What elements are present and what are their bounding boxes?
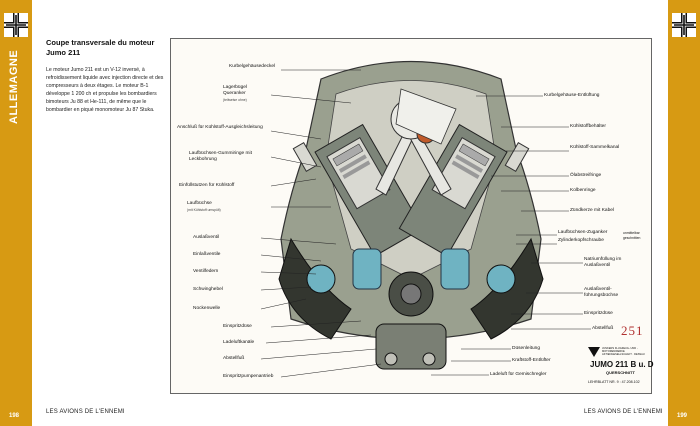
stamp-number: 251 bbox=[621, 323, 644, 338]
balkenkreuz-icon bbox=[4, 13, 28, 37]
label-lagerbuegel: Lagerbügel Queranker(teilweise ohne) bbox=[223, 85, 248, 102]
label-zylinderkopfschraube: Zylinderkopfschraube bbox=[558, 238, 604, 243]
label-auslassventil-fuehrungsbuechse: Auslaßventil-führungsbüchse bbox=[584, 287, 619, 298]
label-ventilfedern: Ventilfedern bbox=[193, 269, 219, 274]
article-title: Coupe transversale du moteur Jumo 211 bbox=[46, 38, 155, 57]
section-label: QUERSCHNITT bbox=[606, 370, 635, 375]
article-body: Le moteur Jumo 211 est un V-12 inversé, … bbox=[46, 67, 164, 113]
page-number-left: 198 bbox=[9, 413, 20, 419]
balkenkreuz-icon bbox=[672, 13, 696, 37]
reference-number: LEHRBLATT NR. 9 : 47.208.102 bbox=[588, 380, 640, 384]
footer-left: LES AVIONS DE L'ENNEMI bbox=[46, 409, 125, 415]
label-natriumfuellung: Natriumfüllung im Auslaßventil bbox=[584, 257, 622, 268]
label-oelabstreifringe: Ölabstreifringe bbox=[570, 173, 602, 178]
label-einfuellstutzen: Einfüllstutzen für Kühlstoff bbox=[179, 183, 235, 188]
footer-right: LES AVIONS DE L'ENNEMI bbox=[584, 409, 663, 415]
label-duesenleitung: Düsenleitung bbox=[512, 346, 541, 351]
label-abstellfuss-right: Abstellfuß bbox=[592, 326, 614, 331]
drawing-title-block: JUNKERS FLUGZEUG- UND -MOTORENWERKE AKTI… bbox=[588, 347, 654, 389]
junkers-logo-icon bbox=[588, 347, 600, 357]
label-auslassventil: Auslaßventil bbox=[193, 235, 220, 240]
label-kraftstoff-entluefter: Kraftstoff-Entlüfter bbox=[512, 358, 551, 363]
country-label: ALLEMAGNE bbox=[8, 49, 20, 124]
engine-cutaway-illustration bbox=[260, 60, 591, 378]
label-zuganker-note: unmittelbar geschnitten bbox=[623, 231, 641, 240]
engine-cutaway-plate: Kurbelgehäusedeckel Lagerbügel Queranker… bbox=[170, 38, 654, 394]
label-kurbelgehaeusedeckel: Kurbelgehäusedeckel bbox=[229, 64, 276, 69]
label-schwinghebel: Schwinghebel bbox=[193, 287, 223, 292]
label-einlassventile: Einlaßventile bbox=[193, 252, 221, 257]
label-abstellfuss-left: Abstellfuß bbox=[223, 356, 245, 361]
left-sidebar: ALLEMAGNE 198 bbox=[0, 0, 32, 426]
label-einspritzpumpenantrieb: Einspritzpumpenantrieb bbox=[223, 374, 274, 379]
article: Coupe transversale du moteur Jumo 211 Le… bbox=[46, 38, 164, 114]
label-kolbenringe: Kolbenringe bbox=[570, 188, 596, 193]
label-zuendkerze: Zündkerze mit Kabel bbox=[570, 208, 614, 213]
label-ladeluftkanaele: Ladeluftkanäle bbox=[223, 340, 255, 345]
engine-name: JUMO 211 B u. D bbox=[590, 360, 654, 369]
label-kurbelgehaeuse-entlueftung: Kurbelgehäuse-Entlüftung bbox=[544, 93, 600, 98]
label-ladeluft-gemischregler: Ladeluft für Gemischregler bbox=[490, 372, 547, 377]
company-name: JUNKERS FLUGZEUG- UND -MOTORENWERKE AKTI… bbox=[602, 347, 645, 357]
label-laufbuechsen-gummiringe: Laufbüchsen-Gummiringe mit Leckbohrung bbox=[189, 151, 252, 162]
page-number-right: 199 bbox=[677, 413, 688, 419]
label-kuehlstoff-sammelkanal: Kühlstoff-Sammelkanal bbox=[570, 145, 620, 150]
label-einspritzduese-left: Einspritzdüse bbox=[223, 324, 252, 329]
right-sidebar: 199 bbox=[668, 0, 700, 426]
label-laufbuechsen-zuganker: Laufbüchsen-Zuganker bbox=[558, 230, 608, 235]
label-nockenwelle: Nockenwelle bbox=[193, 306, 221, 311]
label-anschluss-kuehlstoff: Anschluß für Kühlstoff-Ausgleichsleitung bbox=[177, 125, 263, 130]
label-einspritzduese-right: Einspritzdüse bbox=[584, 311, 613, 316]
label-kuehlstoffbehaelter: Kühlstoffbehälter bbox=[570, 124, 606, 129]
label-laufbuechse: Laufbüchse(mit Kühlstoff umspült) bbox=[187, 201, 221, 212]
